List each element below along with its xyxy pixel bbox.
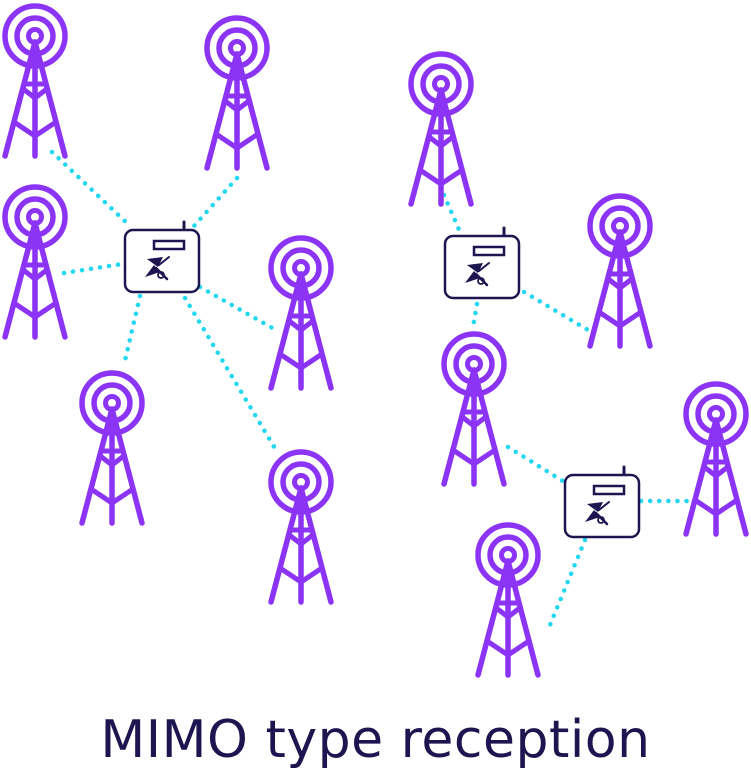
link-tower-11-receiver-c	[547, 537, 588, 628]
radio-tower-icon	[5, 6, 65, 156]
link-tower-7-receiver-b	[441, 192, 463, 235]
radio-tower-icon	[686, 384, 746, 534]
receiver-device-icon	[563, 465, 641, 539]
link-tower-2-receiver-a	[191, 175, 240, 229]
radio-tower-icon	[271, 238, 331, 388]
link-tower-9-receiver-b	[470, 301, 480, 330]
radio-tower-icon	[411, 54, 471, 204]
radio-tower-icon	[478, 525, 538, 675]
radio-tower-icon	[590, 196, 650, 346]
link-tower-4-receiver-a	[197, 284, 279, 333]
radio-tower-icon	[207, 18, 267, 168]
link-tower-6-receiver-a	[182, 295, 279, 453]
radio-tower-icon	[444, 334, 504, 484]
link-tower-3-receiver-a	[61, 261, 125, 276]
link-tower-9-receiver-c	[505, 444, 569, 486]
receiver-device-icon	[443, 226, 521, 300]
link-tower-8-receiver-b	[521, 289, 591, 333]
signal-links	[49, 149, 693, 628]
diagram-caption: MIMO type reception	[100, 710, 651, 770]
receiver-device-icon	[123, 220, 201, 294]
link-tower-5-receiver-a	[121, 293, 143, 368]
radio-tower-icon	[82, 373, 142, 523]
radio-tower-icon	[271, 452, 331, 602]
link-tower-1-receiver-a	[49, 149, 133, 229]
radio-tower-icon	[5, 187, 65, 337]
